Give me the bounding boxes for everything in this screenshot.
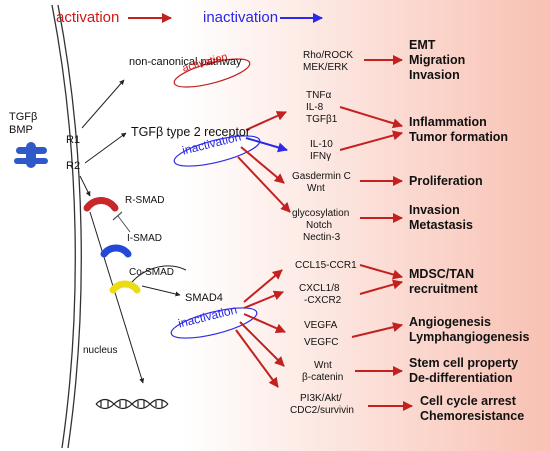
arrow-smad4-ccl15 [243,269,283,303]
outcome-lymphangiogenesis: Lymphangiogenesis [409,330,530,344]
outcome-chemoresistance: Chemoresistance [420,409,525,423]
arrow-smad4-wnt [239,321,285,367]
arrow-node-il10 [245,137,288,153]
mediator-mek-erk: MEK/ERK [303,62,349,73]
outcome-dedifferentiation: De-differentiation [409,371,513,385]
arrow-smad4-cxcl [243,290,284,309]
outcome-invasion: Invasion [409,68,460,82]
i-smad-icon [100,244,132,258]
i-smad-label: I-SMAD [127,233,162,244]
mediator-notch: Notch [306,220,333,231]
dna-helix-icon [95,398,169,410]
activation-oval [173,58,251,88]
mediator-tnfa: TNFα [306,90,332,101]
arrow-r1-receptor [84,132,127,164]
arrow-outcome-inflammation-2 [339,130,403,151]
mediator-ifng: IFNγ [310,151,332,162]
mediator-cxcl18: CXCL1/8 [299,283,340,294]
mediator-il8: IL-8 [306,102,324,113]
receptor-inactivation-oval [173,135,261,167]
outcome-mdsc-tan: MDSC/TAN [409,267,475,281]
membrane-outer-line [51,4,76,449]
arrow-outcome-mdsc-2 [359,279,403,295]
membrane-inner-line [57,4,82,449]
smad4-label: SMAD4 [185,292,223,304]
co-smad-label: Co-SMAD [129,267,175,278]
outcome-metastasis: Metastasis [409,218,473,232]
outcome-cell-cycle-arrest: Cell cycle arrest [420,394,516,408]
arrow-node-glyco [237,156,291,213]
arrow-outcome-inflammation-1 [339,106,403,129]
outcome-invasion-2: Invasion [409,203,460,217]
arrow-node-gasdermin [240,146,285,184]
co-smad-icon [109,280,141,294]
outcome-migration: Migration [409,53,466,67]
mediator-vegfa: VEGFA [304,320,338,331]
outcome-angiogenesis: Angiogenesis [409,315,491,329]
arrow-node-tnfa [245,111,287,131]
mediator-vegfc: VEGFC [304,337,339,348]
tgfb-receptor-icon [14,142,48,168]
mediator-cdc2-survivin: CDC2/survivin [290,405,354,416]
mediator-ccl15-ccr1: CCL15-CCR1 [295,260,357,271]
ismad-inhibition-bar [112,211,123,221]
non-canonical-pathway-label: non-canonical pathway [129,56,242,68]
mediator-cxcr2: -CXCR2 [304,295,342,306]
mediator-rho-rock: Rho/ROCK [303,50,354,61]
mediator-il10: IL-10 [310,139,333,150]
arrow-outcome-angio [351,322,403,338]
mediator-wnt-2: Wnt [314,360,332,371]
r-smad-label: R-SMAD [125,195,165,206]
receptor-r1-label: R1 [66,134,81,146]
arrow-outcome-mdsc-1 [359,264,403,280]
ligand-label-tgfb: TGFβ [9,111,38,123]
outcome-proliferation: Proliferation [409,174,483,188]
mediator-pi3k-akt: PI3K/Akt/ [300,393,342,404]
arrow-cosmad-smad4 [141,285,181,297]
ismad-inhibition-line [117,215,131,233]
arrow-r1-noncanonical [81,79,125,129]
receptor-type2-label: TGFβ type 2 receptor [131,125,251,139]
mediator-gasdermin: Gasdermin C [292,171,351,182]
mediator-glycosylation: glycosylation [292,208,350,219]
legend-activation-label: activation [56,9,120,26]
smad4-inactivation-oval [170,307,258,339]
mediator-wnt: Wnt [307,183,325,194]
mediator-tgfb1: TGFβ1 [306,114,338,125]
ligand-label-bmp: BMP [9,124,33,136]
outcome-inflammation: Inflammation [409,115,487,129]
arrow-nucleus-dna [89,211,145,384]
outcome-stem-cell: Stem cell property [409,356,519,370]
r-smad-icon [83,197,119,212]
receptor-r2-label: R2 [66,160,81,172]
arrow-cosmad-curve [128,265,187,287]
outcome-emt: EMT [409,38,436,52]
outcome-recruitment: recruitment [409,282,478,296]
outcome-tumor-formation: Tumor formation [409,130,509,144]
nucleus-label: nucleus [83,345,118,356]
arrow-smad4-vegfa [243,313,286,333]
legend-inactivation-label: inactivation [203,9,279,26]
mediator-beta-catenin: β-catenin [302,372,344,383]
mediator-nectin3: Nectin-3 [303,232,341,243]
arrow-smad4-pi3k [235,329,279,388]
arrow-r2-rsmad [79,175,91,197]
